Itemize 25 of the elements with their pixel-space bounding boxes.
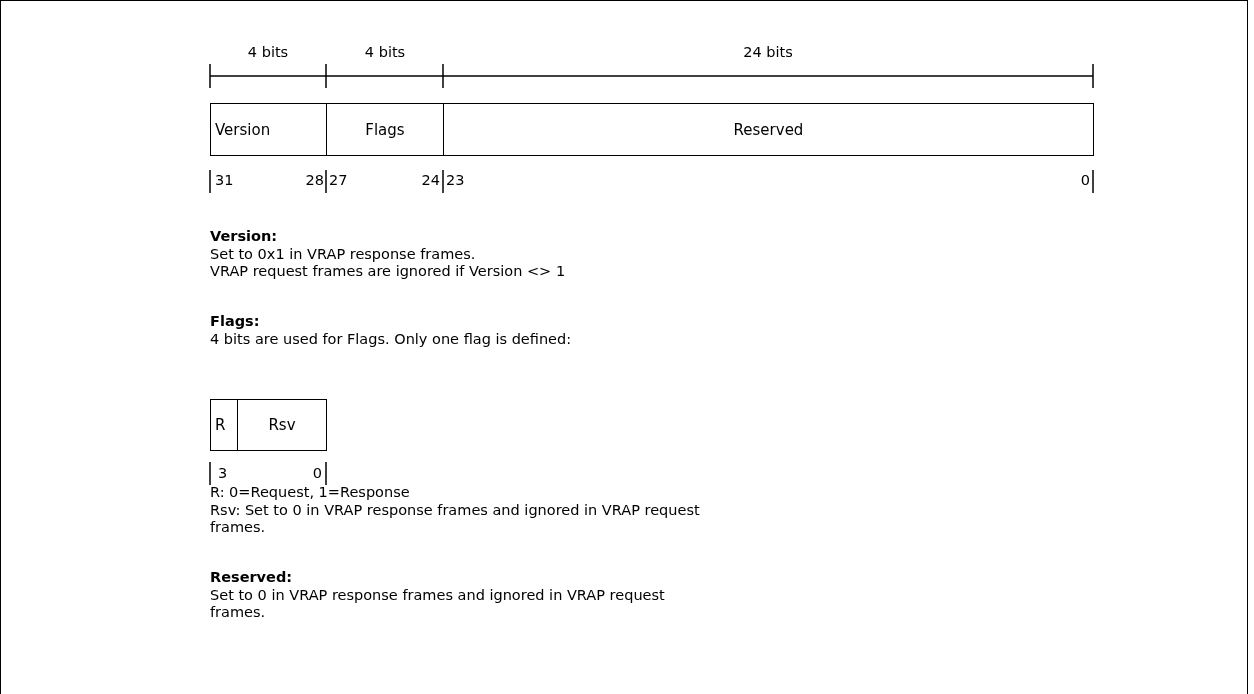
description-text: VRAP request frames are ignored if Version <> 1 <box>210 263 567 280</box>
bit-number: 3 <box>218 465 229 482</box>
bit-number: 23 <box>446 172 466 189</box>
field-heading: Reserved: <box>210 569 294 586</box>
bit-width-label: 4 bits <box>246 44 290 61</box>
bit-number: 27 <box>329 172 349 189</box>
description-text: 4 bits are used for Flags. Only one flag is defined: <box>210 331 573 348</box>
description-text: Set to 0 in VRAP response frames and ignored in VRAP request frames. <box>210 587 666 621</box>
bit-number: 31 <box>215 172 235 189</box>
bit-width-label: 4 bits <box>363 44 407 61</box>
bit-field-box: R <box>210 399 238 451</box>
field-heading: Flags: <box>210 313 261 330</box>
bit-width-label: 24 bits <box>742 44 794 61</box>
bit-number: 0 <box>1079 172 1090 189</box>
field-heading: Version: <box>210 228 279 245</box>
description-text: R: 0=Request, 1=Response <box>210 484 411 501</box>
bit-field-box: Rsv <box>237 399 327 451</box>
description-text: Set to 0x1 in VRAP response frames. <box>210 246 477 263</box>
bit-number: 28 <box>304 172 324 189</box>
bit-field-box: Version <box>210 103 327 156</box>
bit-field-box: Flags <box>326 103 444 156</box>
bit-field-box: Reserved <box>443 103 1094 156</box>
bit-number: 0 <box>311 465 322 482</box>
bit-number: 24 <box>420 172 440 189</box>
description-text: Rsv: Set to 0 in VRAP response frames and ignored in VRAP request frames. <box>210 502 700 536</box>
